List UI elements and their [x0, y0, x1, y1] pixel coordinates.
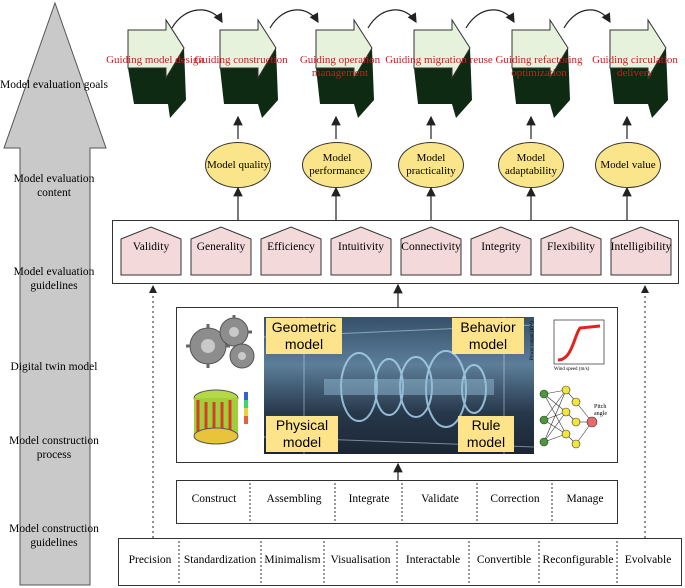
goal-label: Guiding model design — [106, 54, 204, 66]
process-step: Validate — [421, 493, 459, 505]
goal-curve-2 — [269, 9, 319, 29]
physical-model-label: Physical model — [266, 416, 338, 452]
content-ellipse: Model performance — [302, 142, 372, 188]
goal-curve-5 — [563, 9, 611, 29]
gears-image — [186, 315, 255, 369]
construction-guideline: Evolvable — [624, 554, 672, 566]
guideline-label: Efficiency — [267, 241, 315, 253]
goal-label: Guiding operation management — [299, 54, 381, 79]
plot-y-label: Power output (kW) — [530, 321, 535, 360]
goal-arrow-shape — [127, 18, 186, 118]
goal-arrow-shape — [315, 18, 374, 118]
stage-label: Model evaluation content — [13, 173, 95, 199]
construction-guideline: Convertible — [476, 554, 532, 566]
guideline-label: Intelligibility — [610, 241, 672, 253]
stage-label: Model evaluation guidelines — [13, 266, 95, 292]
guideline-label: Intuitivity — [338, 241, 384, 253]
guideline-label: Flexibility — [547, 241, 595, 253]
process-step: Correction — [490, 493, 540, 505]
process-step: Construct — [191, 493, 237, 505]
stage-arrow — [3, 1, 107, 586]
goal-label: Guiding refactoring optimization — [495, 54, 583, 79]
goal-arrow-shape — [609, 18, 668, 118]
construction-guideline: Standardization — [183, 554, 257, 566]
evaluation-guidelines-box: Validity Generality Efficiency Intuitivi… — [112, 220, 679, 284]
rule-model-label: Rule model — [458, 416, 514, 452]
construction-guideline: Visualisation — [330, 554, 391, 566]
process-step: Assembling — [266, 493, 322, 505]
goal-label: Guiding migration reuse — [385, 54, 493, 66]
guideline-label: Validity — [132, 241, 170, 253]
goal-arrow-shape — [413, 18, 472, 118]
construction-guideline: Precision — [128, 554, 172, 566]
fea-image — [193, 389, 248, 445]
guideline-label: Integrity — [481, 241, 521, 253]
goal-arrow-shape — [219, 18, 278, 118]
pitch-angle-label: Pitch angle — [594, 404, 607, 417]
construction-guidelines-box: Precision Standardization Minimalism Vis… — [118, 538, 682, 586]
construction-process-box: Construct Assembling Integrate Validate … — [176, 480, 618, 524]
guideline-label: Connectivity — [401, 241, 461, 253]
construction-guideline: Reconfigurable — [542, 554, 614, 566]
behavior-model-label: Behavior model — [452, 318, 524, 354]
content-ellipse: Model adaptability — [498, 142, 564, 188]
stage-label: Model construction process — [9, 435, 99, 461]
construction-guideline: Interactable — [405, 554, 461, 566]
guideline-dividers — [178, 541, 618, 583]
guideline-label: Generality — [196, 241, 246, 253]
stage-label: Model construction guidelines — [9, 523, 99, 549]
goal-curve-4 — [465, 9, 515, 29]
content-ellipse: Model value — [595, 142, 661, 188]
process-step: Manage — [566, 493, 604, 505]
construction-guideline: Minimalism — [264, 554, 321, 566]
plot-x-label: Wind speed (m/s) — [554, 367, 590, 372]
guideline-shapes — [120, 226, 672, 276]
content-ellipse: Model quality — [205, 142, 271, 188]
goal-label: Guiding construction — [194, 54, 288, 66]
goal-label: Guiding circulation delivery — [592, 54, 678, 79]
goal-curve-1 — [171, 9, 223, 29]
goal-arrow-shape — [511, 18, 570, 118]
stage-label: Model evaluation goals — [0, 79, 108, 91]
content-ellipse: Model practicality — [398, 142, 464, 188]
neural-network-image — [539, 385, 598, 449]
power-curve — [557, 324, 601, 362]
power-curve-plot — [553, 319, 605, 365]
geometric-model-label: Geometric model — [266, 318, 342, 354]
process-step: Integrate — [348, 493, 390, 505]
goal-curve-3 — [367, 9, 417, 29]
stage-label: Digital twin model — [10, 361, 98, 373]
